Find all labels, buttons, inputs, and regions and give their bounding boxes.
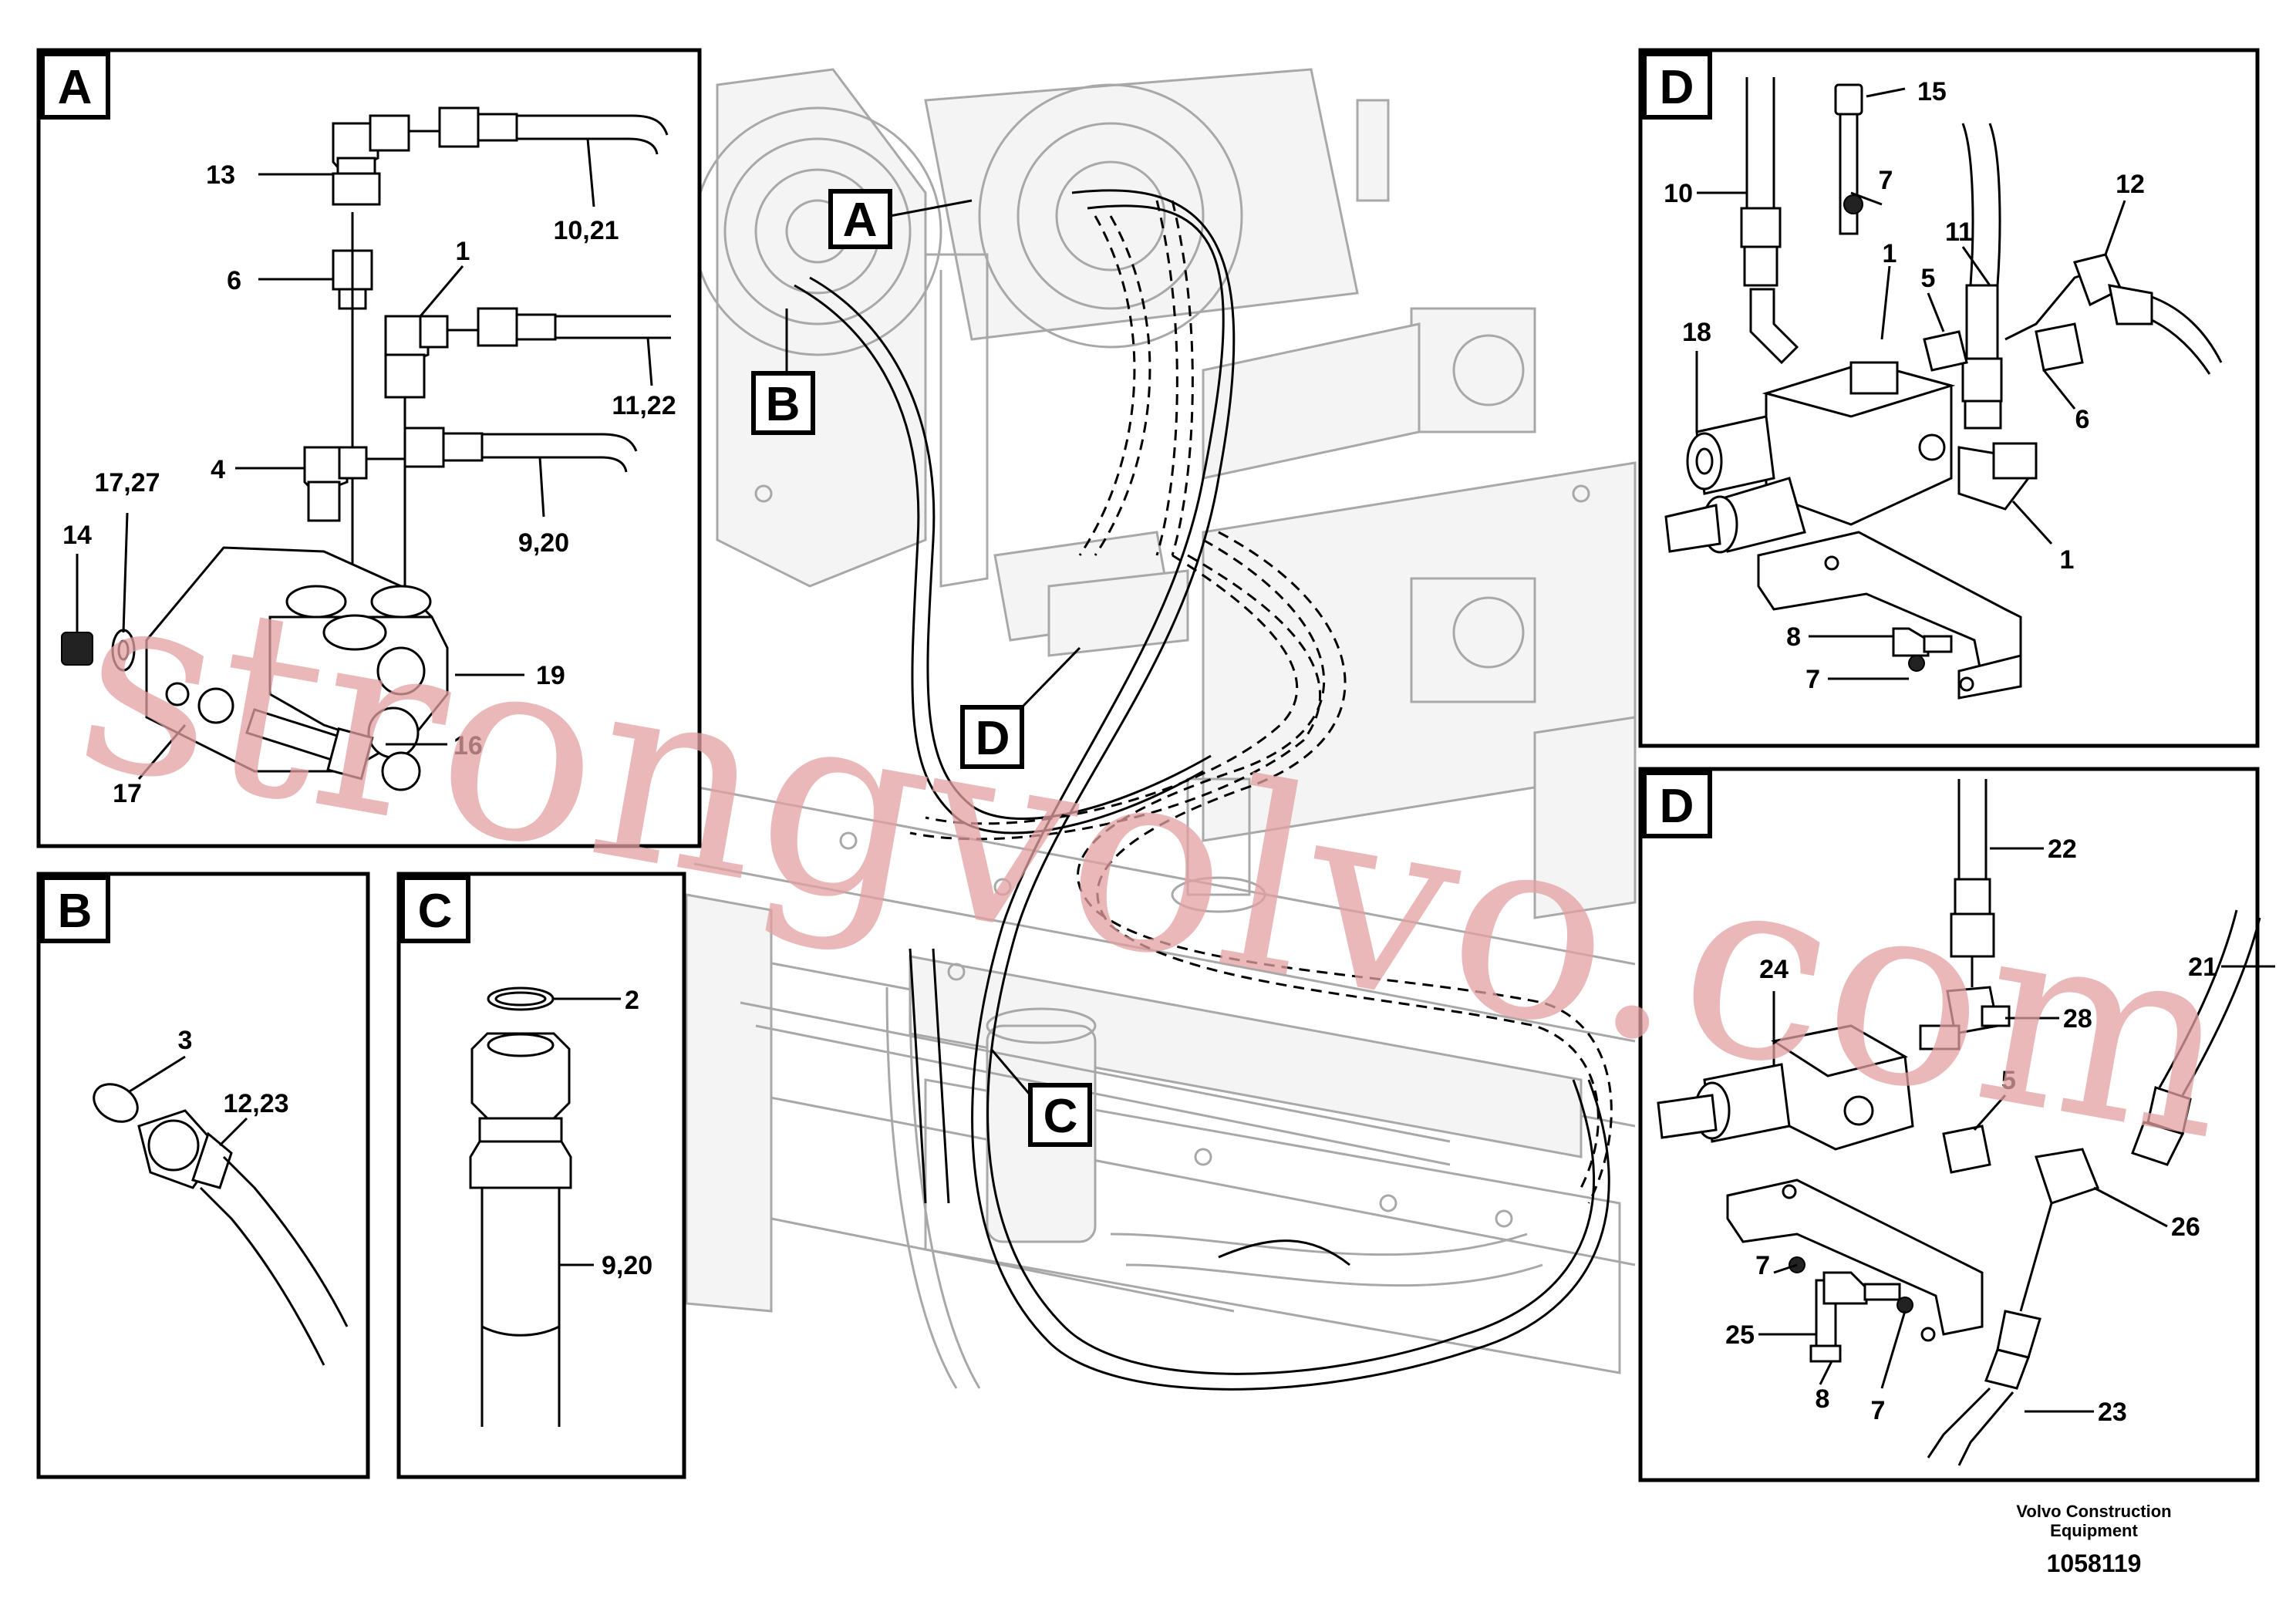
label-D2-25: 25 bbox=[1725, 1320, 1755, 1350]
label-D1-1a: 1 bbox=[1883, 239, 1897, 268]
footer-company-line2: Equipment bbox=[2050, 1521, 2138, 1540]
panel-C: C 2 9,20 bbox=[396, 872, 686, 1479]
label-C-9-20: 9,20 bbox=[602, 1251, 652, 1280]
panel-A-tag: A bbox=[58, 61, 93, 114]
label-D2-22: 22 bbox=[2048, 835, 2077, 864]
label-D1-12: 12 bbox=[2116, 170, 2145, 199]
label-D2-24: 24 bbox=[1759, 955, 1789, 984]
panel-D-upper-tag: D bbox=[1660, 61, 1694, 114]
label-D1-11: 11 bbox=[1945, 218, 1973, 247]
footer-company-line1: Volvo Construction bbox=[2016, 1502, 2171, 1521]
label-D1-7: 7 bbox=[1879, 166, 1893, 195]
label-B-3: 3 bbox=[178, 1026, 193, 1055]
panel-D-upper: D bbox=[1638, 48, 2260, 748]
label-A-16: 16 bbox=[453, 731, 483, 760]
label-A-6: 6 bbox=[227, 266, 241, 295]
overview-callout-D: D bbox=[960, 646, 1081, 769]
label-A-17: 17 bbox=[113, 779, 142, 808]
overview-callout-B-text: B bbox=[766, 378, 801, 431]
overview-callout-A-text: A bbox=[843, 194, 878, 247]
label-A-13: 13 bbox=[206, 160, 235, 190]
label-D1-15: 15 bbox=[1917, 77, 1947, 106]
label-A-10-21: 10,21 bbox=[553, 216, 619, 245]
overview-callout-D-text: D bbox=[976, 712, 1010, 765]
panel-D-lower-tag: D bbox=[1660, 780, 1694, 833]
label-D1-5: 5 bbox=[1921, 264, 1936, 293]
label-A-19: 19 bbox=[536, 661, 565, 690]
label-A-9-20: 9,20 bbox=[518, 528, 569, 558]
label-B-12-23: 12,23 bbox=[223, 1089, 288, 1118]
overview-drawing bbox=[678, 68, 1637, 1389]
label-A-11-22: 11,22 bbox=[612, 391, 676, 420]
footer: Volvo Construction Equipment 1058119 bbox=[2016, 1502, 2171, 1577]
label-A-14: 14 bbox=[62, 521, 92, 550]
panel-D-lower: D bbox=[1638, 767, 2275, 1482]
panel-C-tag: C bbox=[418, 885, 453, 938]
label-D2-28: 28 bbox=[2063, 1004, 2092, 1034]
panel-B: B 3 12,23 bbox=[36, 872, 370, 1479]
label-D1-8: 8 bbox=[1786, 622, 1801, 652]
overview-dashed-hoses bbox=[909, 200, 1613, 1204]
overview-callout-B: B bbox=[751, 309, 815, 435]
label-D2-5: 5 bbox=[2001, 1066, 2016, 1095]
label-D1-10: 10 bbox=[1664, 179, 1693, 208]
label-D2-7b: 7 bbox=[1871, 1396, 1886, 1425]
label-A-1: 1 bbox=[456, 237, 470, 266]
label-A-17-27: 17,27 bbox=[94, 468, 160, 497]
label-C-2: 2 bbox=[625, 986, 639, 1015]
label-D2-21: 21 bbox=[2188, 953, 2217, 982]
footer-drawing-number: 1058119 bbox=[2047, 1549, 2142, 1577]
panel-B-tag: B bbox=[58, 885, 93, 938]
label-D1-7b: 7 bbox=[1805, 665, 1820, 694]
panel-A: A bbox=[36, 48, 702, 848]
overview-callout-C: C bbox=[990, 1048, 1092, 1147]
label-D1-1b: 1 bbox=[2060, 545, 2075, 575]
label-D2-23: 23 bbox=[2098, 1398, 2127, 1427]
label-D1-6: 6 bbox=[2075, 405, 2090, 434]
label-D2-26: 26 bbox=[2171, 1212, 2200, 1242]
label-D2-8: 8 bbox=[1816, 1384, 1830, 1414]
label-D2-7a: 7 bbox=[1755, 1251, 1770, 1280]
overview-hoses bbox=[794, 189, 1610, 1391]
overview-callout-C-text: C bbox=[1043, 1090, 1078, 1143]
overview-callout-A: A bbox=[828, 189, 973, 249]
label-D1-18: 18 bbox=[1682, 318, 1711, 347]
label-A-4: 4 bbox=[211, 455, 225, 484]
